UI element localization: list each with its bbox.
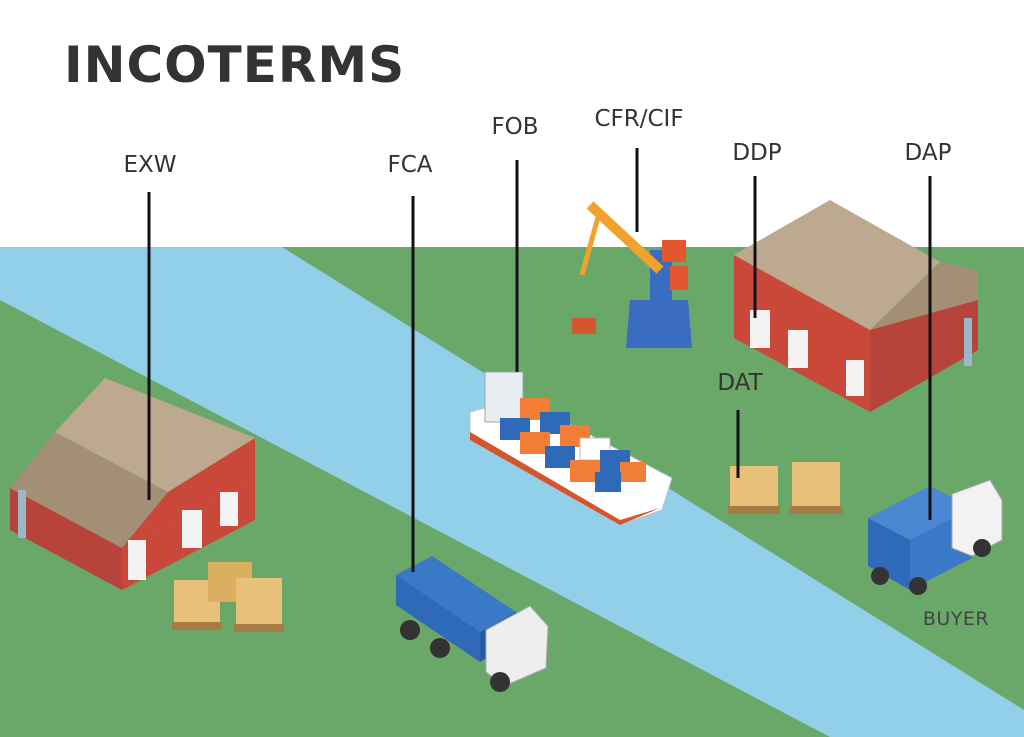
label-exw: EXW bbox=[123, 152, 177, 178]
crane bbox=[572, 201, 692, 348]
label-cfr-cif: CFR/CIF bbox=[594, 106, 684, 132]
fca-truck bbox=[396, 556, 549, 692]
river bbox=[0, 247, 1024, 737]
label-fca: FCA bbox=[387, 152, 433, 178]
container-ship bbox=[469, 371, 673, 526]
label-ddp: DDP bbox=[732, 140, 782, 166]
buyer-label: BUYER bbox=[922, 608, 990, 630]
exw-pallets bbox=[172, 562, 284, 632]
label-dap: DAP bbox=[904, 140, 952, 166]
exw-warehouse bbox=[10, 378, 255, 590]
pointer-lines bbox=[147, 148, 932, 572]
label-dat: DAT bbox=[717, 370, 763, 396]
ddp-warehouse bbox=[734, 200, 978, 412]
diagram-title: INCOTERMS bbox=[64, 36, 406, 94]
ship-containers bbox=[500, 398, 646, 492]
label-fob: FOB bbox=[491, 114, 539, 140]
dap-truck bbox=[868, 479, 1003, 595]
